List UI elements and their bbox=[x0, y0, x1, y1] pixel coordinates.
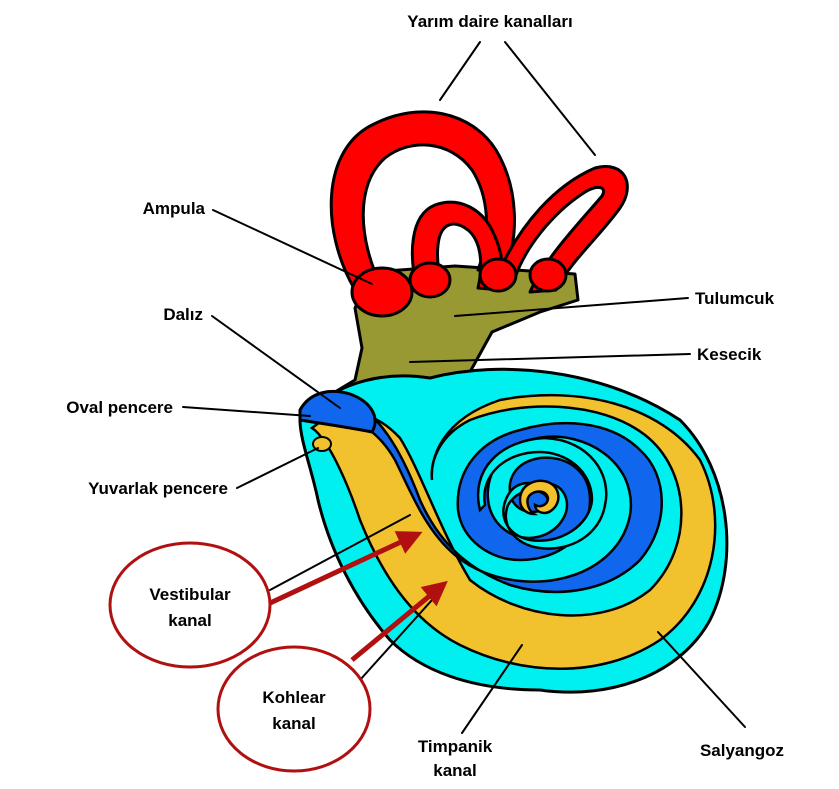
vestibular-canal-label-line2: kanal bbox=[168, 611, 211, 630]
vestibule-label: Dalız bbox=[163, 305, 203, 324]
saccule-label: Kesecik bbox=[697, 345, 762, 364]
semicircular-canals bbox=[331, 112, 627, 316]
cochlear-canal-callout bbox=[218, 647, 370, 771]
vestibular-canal-label-line1: Vestibular bbox=[149, 585, 231, 604]
tympanic-canal-label-line2: kanal bbox=[433, 761, 476, 780]
tympanic-canal-label-line1: Timpanik bbox=[418, 737, 493, 756]
cochlear-canal-label-line1: Kohlear bbox=[262, 688, 326, 707]
cochlea-label: Salyangoz bbox=[700, 741, 784, 760]
utricle-label: Tulumcuk bbox=[695, 289, 775, 308]
semicircular-canals-label: Yarım daire kanalları bbox=[407, 12, 572, 31]
cochlea bbox=[300, 369, 727, 692]
ampulla-label: Ampula bbox=[143, 199, 206, 218]
vestibular-canal-callout bbox=[110, 543, 270, 667]
cochlear-canal-label-line2: kanal bbox=[272, 714, 315, 733]
oval-window-label: Oval pencere bbox=[66, 398, 173, 417]
round-window-label: Yuvarlak pencere bbox=[88, 479, 228, 498]
